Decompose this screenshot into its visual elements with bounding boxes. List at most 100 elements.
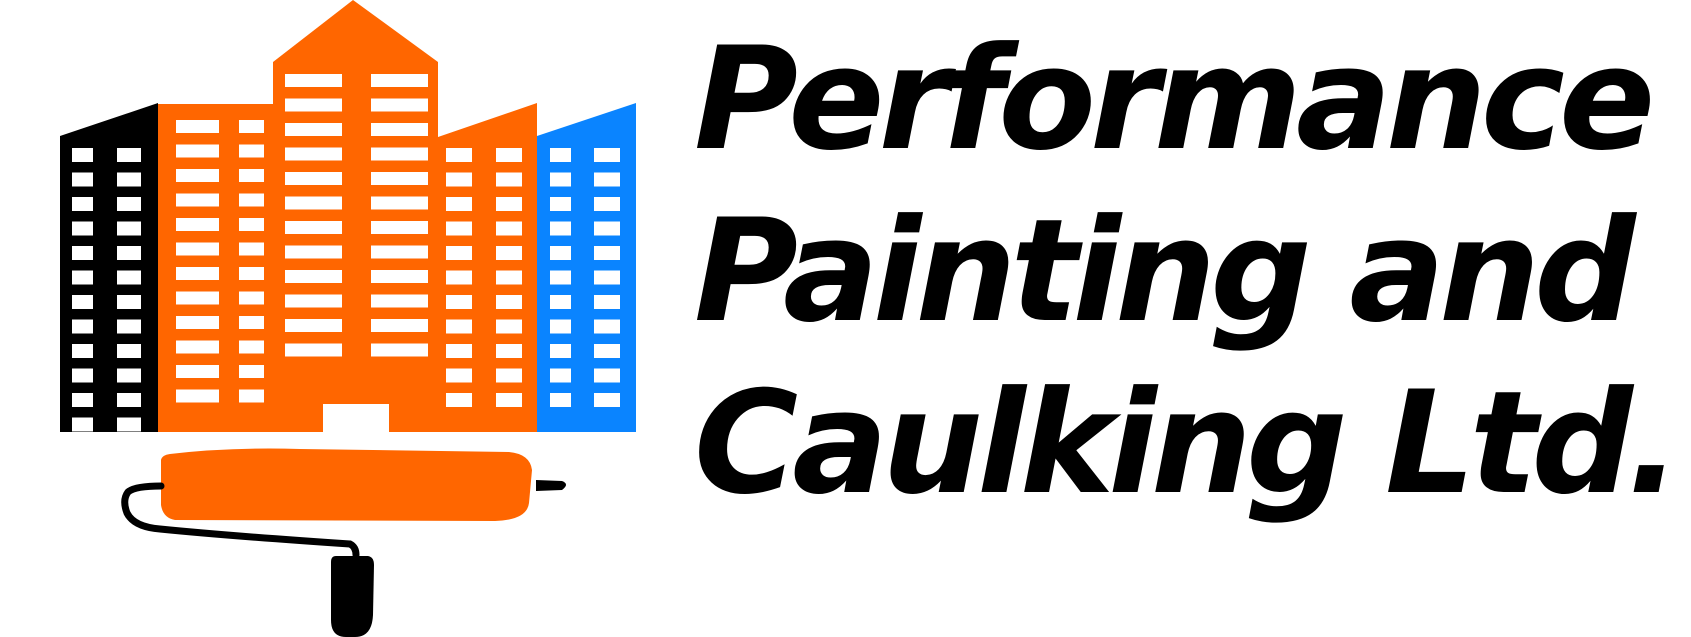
building-window bbox=[285, 245, 342, 259]
building-window bbox=[594, 344, 620, 358]
building-window bbox=[594, 221, 620, 236]
building-window bbox=[285, 270, 342, 283]
building-window bbox=[239, 291, 264, 305]
paint-roller-icon bbox=[121, 448, 566, 637]
building-window bbox=[176, 316, 219, 329]
building-window bbox=[371, 245, 428, 259]
building-window bbox=[176, 169, 219, 182]
building-window bbox=[176, 218, 219, 231]
building-window bbox=[239, 267, 264, 280]
building-window bbox=[496, 393, 522, 407]
building-window bbox=[285, 319, 342, 332]
building-window bbox=[176, 340, 219, 354]
building-window bbox=[72, 221, 93, 236]
building-window bbox=[117, 417, 141, 432]
building-window bbox=[117, 319, 141, 334]
building-window bbox=[496, 295, 522, 309]
building-window bbox=[117, 295, 141, 309]
building-window bbox=[117, 344, 141, 358]
building-window bbox=[550, 270, 571, 285]
building-window bbox=[72, 197, 93, 211]
building-window bbox=[239, 389, 264, 403]
building-window bbox=[176, 291, 219, 305]
building-window bbox=[285, 98, 342, 112]
building-window bbox=[239, 218, 264, 231]
building-window bbox=[446, 221, 472, 236]
building-window bbox=[371, 221, 428, 234]
building-window bbox=[239, 340, 264, 354]
building-window bbox=[72, 319, 93, 334]
building-window bbox=[72, 246, 93, 260]
building-window bbox=[594, 319, 620, 334]
building-window bbox=[371, 98, 428, 112]
building-window bbox=[496, 270, 522, 285]
building-window bbox=[117, 148, 141, 162]
building-window bbox=[72, 295, 93, 309]
building-window bbox=[239, 242, 264, 256]
building-window bbox=[496, 344, 522, 358]
building-window bbox=[371, 294, 428, 308]
building-window bbox=[446, 368, 472, 383]
company-name-line-1: Performance bbox=[694, 17, 1655, 182]
building-window bbox=[371, 172, 428, 185]
building-window bbox=[72, 393, 93, 407]
building-window bbox=[550, 221, 571, 236]
building-window bbox=[285, 196, 342, 210]
building-window bbox=[239, 365, 264, 378]
company-name-line-2: Painting and bbox=[694, 189, 1636, 354]
building-window bbox=[117, 221, 141, 236]
building-window bbox=[239, 120, 264, 133]
building-window bbox=[550, 246, 571, 260]
building-window bbox=[496, 172, 522, 187]
building-window bbox=[176, 193, 219, 207]
logo-graphic bbox=[60, 0, 636, 637]
building-window bbox=[594, 368, 620, 383]
building-window bbox=[594, 197, 620, 211]
building-window bbox=[285, 123, 342, 136]
building-window bbox=[371, 343, 428, 357]
roller-frame bbox=[121, 482, 360, 559]
building-window bbox=[446, 319, 472, 334]
building-window bbox=[371, 196, 428, 210]
building-window bbox=[117, 197, 141, 211]
building-window bbox=[285, 221, 342, 234]
building-window bbox=[117, 368, 141, 383]
building-window bbox=[72, 172, 93, 187]
building-window bbox=[117, 393, 141, 407]
building-window bbox=[239, 144, 264, 158]
roller-handle bbox=[331, 556, 374, 637]
building-window bbox=[594, 172, 620, 187]
building-window bbox=[117, 270, 141, 285]
building-window bbox=[446, 148, 472, 162]
building-window bbox=[550, 197, 571, 211]
building-window bbox=[285, 172, 342, 185]
building-window bbox=[371, 319, 428, 332]
building-windows bbox=[72, 74, 620, 456]
roller-body bbox=[161, 448, 532, 521]
building-window bbox=[371, 74, 428, 87]
building-window bbox=[550, 368, 571, 383]
building-window bbox=[176, 267, 219, 280]
building-window bbox=[446, 270, 472, 285]
building-window bbox=[550, 148, 571, 162]
building-window bbox=[496, 319, 522, 334]
building-window bbox=[176, 120, 219, 133]
building-window bbox=[176, 242, 219, 256]
building-window bbox=[496, 148, 522, 162]
building-window bbox=[285, 343, 342, 357]
building-window bbox=[117, 442, 141, 456]
building-window bbox=[72, 148, 93, 162]
building-window bbox=[594, 148, 620, 162]
building-window bbox=[550, 319, 571, 334]
building-window bbox=[550, 295, 571, 309]
building-window bbox=[446, 295, 472, 309]
building-window bbox=[239, 316, 264, 329]
roller-cap bbox=[536, 480, 566, 491]
company-name-line-3: Caulking Ltd. bbox=[694, 361, 1681, 526]
building-window bbox=[72, 270, 93, 285]
building-window bbox=[550, 344, 571, 358]
building-window bbox=[446, 246, 472, 260]
building-window bbox=[285, 147, 342, 161]
building-window bbox=[72, 417, 93, 432]
building-window bbox=[496, 221, 522, 236]
